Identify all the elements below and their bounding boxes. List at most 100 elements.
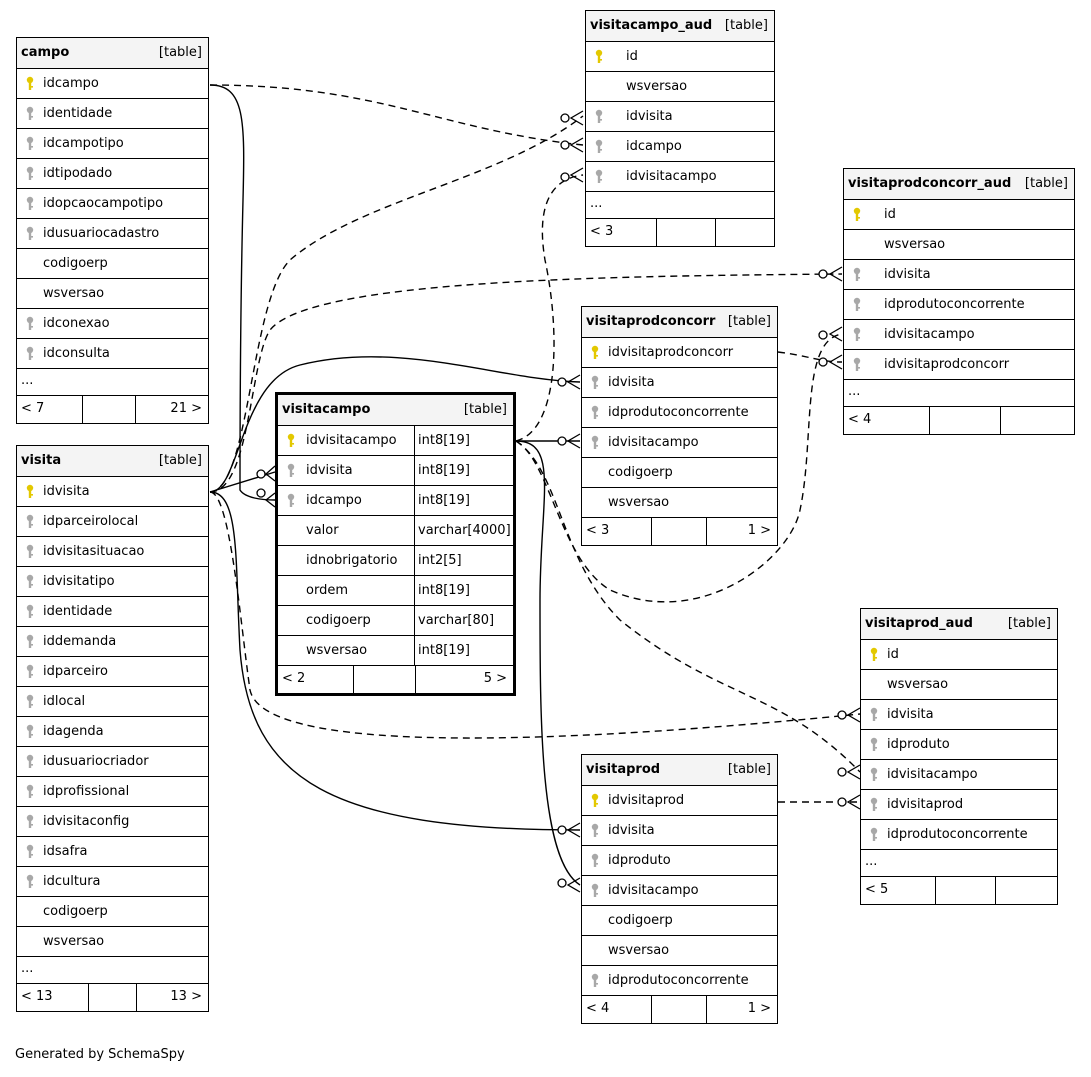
column-row[interactable]: wsversao bbox=[844, 230, 1074, 260]
column-row[interactable]: wsversao bbox=[861, 670, 1057, 700]
column-row[interactable]: idvisita bbox=[17, 477, 208, 507]
column-row[interactable]: codigoerp bbox=[17, 897, 208, 927]
column-row[interactable]: idvisitacampo bbox=[844, 320, 1074, 350]
column-name: idvisita bbox=[608, 375, 655, 390]
column-row[interactable]: idvisitatipo bbox=[17, 567, 208, 597]
column-row[interactable]: idparceiro bbox=[17, 657, 208, 687]
children-link[interactable] bbox=[996, 877, 1057, 904]
column-row[interactable]: idconsulta bbox=[17, 339, 208, 369]
parents-link[interactable]: < 7 bbox=[17, 396, 83, 423]
table-name: visitaprod bbox=[586, 762, 661, 777]
column-row[interactable]: idvisitasituacao bbox=[17, 537, 208, 567]
column-row[interactable]: idcampo bbox=[586, 132, 774, 162]
children-link[interactable] bbox=[716, 219, 774, 246]
column-row[interactable]: idvisitacampo bbox=[582, 428, 777, 458]
column-row[interactable]: idsafra bbox=[17, 837, 208, 867]
column-row[interactable]: idvisitaconfig bbox=[17, 807, 208, 837]
foreign-key-icon bbox=[853, 327, 861, 341]
more-columns[interactable]: ... bbox=[861, 850, 1057, 877]
column-row[interactable]: idproduto bbox=[582, 846, 777, 876]
column-row[interactable]: wsversao bbox=[582, 936, 777, 966]
column-row[interactable]: idvisitacampo bbox=[861, 760, 1057, 790]
parents-link[interactable]: < 5 bbox=[861, 877, 937, 904]
column-row[interactable]: idparceirolocal bbox=[17, 507, 208, 537]
table-visitaprodconcorr[interactable]: visitaprodconcorr[table]idvisitaprodconc… bbox=[581, 306, 778, 546]
column-row[interactable]: idconexao bbox=[17, 309, 208, 339]
column-row[interactable]: idprofissional bbox=[17, 777, 208, 807]
children-link[interactable]: 5 > bbox=[416, 666, 513, 693]
column-row[interactable]: idcampo bbox=[17, 69, 208, 99]
column-row[interactable]: idvisita bbox=[582, 368, 777, 398]
foreign-key-icon bbox=[26, 604, 34, 618]
parents-link[interactable]: < 3 bbox=[582, 518, 652, 545]
column-row[interactable]: idvisitaprodconcorr bbox=[582, 338, 777, 368]
column-row[interactable]: wsversao bbox=[17, 927, 208, 957]
parents-link[interactable]: < 4 bbox=[582, 996, 652, 1023]
column-row[interactable]: wsversao bbox=[17, 279, 208, 309]
column-row[interactable]: idvisita bbox=[586, 102, 774, 132]
column-row[interactable]: codigoerp bbox=[582, 906, 777, 936]
column-row[interactable]: idvisitaprodconcorr bbox=[844, 350, 1074, 380]
column-row[interactable]: idvisita bbox=[861, 700, 1057, 730]
column-row[interactable]: idtipodado bbox=[17, 159, 208, 189]
column-row[interactable]: codigoerp bbox=[17, 249, 208, 279]
column-row[interactable]: idcultura bbox=[17, 867, 208, 897]
column-row[interactable]: idprodutoconcorrente bbox=[582, 398, 777, 428]
column-row[interactable]: idusuariocriador bbox=[17, 747, 208, 777]
column-row[interactable]: idproduto bbox=[861, 730, 1057, 760]
children-link[interactable]: 1 > bbox=[707, 996, 777, 1023]
column-row[interactable]: idusuariocadastro bbox=[17, 219, 208, 249]
column-row[interactable]: idvisitacampo bbox=[586, 162, 774, 192]
column-row[interactable]: idprodutoconcorrente bbox=[844, 290, 1074, 320]
column-row[interactable]: idvisitaprod bbox=[861, 790, 1057, 820]
parents-link[interactable]: < 4 bbox=[844, 407, 930, 434]
parents-link[interactable]: < 2 bbox=[278, 666, 355, 693]
more-columns[interactable]: ... bbox=[844, 380, 1074, 407]
column-row[interactable]: idagenda bbox=[17, 717, 208, 747]
children-link[interactable]: 21 > bbox=[136, 396, 208, 423]
column-row[interactable]: idcampotipo bbox=[17, 129, 208, 159]
column-name: idprofissional bbox=[43, 784, 130, 799]
column-row[interactable]: id bbox=[844, 200, 1074, 230]
column-row[interactable]: idprodutoconcorrente bbox=[582, 966, 777, 996]
column-row[interactable]: iddemanda bbox=[17, 627, 208, 657]
column-row[interactable]: id bbox=[586, 42, 774, 72]
column-row[interactable]: idprodutoconcorrente bbox=[861, 820, 1057, 850]
column-row[interactable]: wsversao bbox=[582, 488, 777, 518]
children-link[interactable] bbox=[1001, 407, 1074, 434]
more-columns[interactable]: ... bbox=[17, 957, 208, 984]
foreign-key-icon bbox=[26, 196, 34, 210]
column-row[interactable]: idopcaocampotipo bbox=[17, 189, 208, 219]
parents-link[interactable]: < 13 bbox=[17, 984, 89, 1011]
column-row[interactable]: identidade bbox=[17, 597, 208, 627]
column-row[interactable]: idvisitaprod bbox=[582, 786, 777, 816]
column-row[interactable]: identidade bbox=[17, 99, 208, 129]
column-row[interactable]: idlocal bbox=[17, 687, 208, 717]
column-row[interactable]: idvisitacampo bbox=[582, 876, 777, 906]
column-row[interactable]: id bbox=[861, 640, 1057, 670]
column-row[interactable]: idvisita bbox=[844, 260, 1074, 290]
children-link[interactable]: 1 > bbox=[707, 518, 777, 545]
parents-link[interactable]: < 3 bbox=[586, 219, 658, 246]
column-row[interactable]: codigoerp bbox=[582, 458, 777, 488]
children-link[interactable]: 13 > bbox=[137, 984, 208, 1011]
more-columns[interactable]: ... bbox=[586, 192, 774, 219]
column-row[interactable]: wsversao bbox=[586, 72, 774, 102]
more-columns[interactable]: ... bbox=[17, 369, 208, 396]
column-row[interactable]: idvisita bbox=[582, 816, 777, 846]
